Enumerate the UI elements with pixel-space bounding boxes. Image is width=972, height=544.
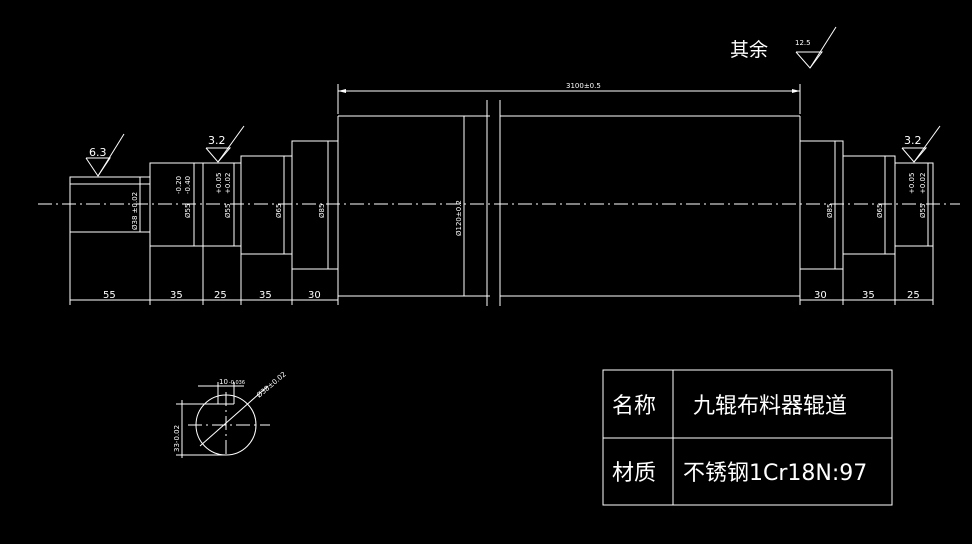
section-view: 10-0.036 33-0.02 Ø38±0.02 [173, 370, 288, 458]
title-material-value: 不锈钢1Cr18N:97 [683, 461, 867, 486]
section-diameter-text: Ø38±0.02 [255, 370, 288, 399]
d85-left-text: Ø85 [318, 204, 326, 218]
d55a-text: Ø55 [184, 204, 192, 218]
d55a-tol-upper: -0.20 [175, 176, 183, 194]
d38-text: Ø38 ±0.02 [131, 192, 139, 230]
roughness-general: 其余 12.5 [730, 26, 837, 69]
len-left-2: 35 [170, 290, 183, 301]
keyway-width-text: 10-0.036 [219, 378, 245, 386]
shaft-outline [69, 100, 934, 306]
len-right-3: 25 [907, 290, 920, 301]
len-left-5: 30 [308, 290, 321, 301]
d65-right-text: Ø65 [876, 204, 884, 218]
d55-right-tol-upper: +0.05 [908, 173, 916, 194]
diameter-dimensions: Ø38 ±0.02 Ø55 -0.20 -0.40 Ø55 +0.05 +0.0… [131, 116, 929, 296]
d55-right-text: Ø55 [919, 204, 927, 218]
roughness-left-bearing-value: 3.2 [208, 134, 226, 147]
roughness-left-end-value: 6.3 [89, 146, 107, 159]
length-dimensions: 55 35 25 35 30 30 35 25 [69, 232, 934, 305]
d55b-text: Ø55 [224, 204, 232, 218]
roughness-general-label: 其余 [730, 39, 768, 61]
len-left-3: 25 [214, 290, 227, 301]
roughness-left-bearing: 3.2 [205, 125, 245, 163]
roughness-right-bearing: 3.2 [901, 125, 941, 163]
overall-length-dimension: 3100±0.5 [337, 82, 801, 114]
title-name-value: 九辊布料器辊道 [693, 394, 847, 419]
d85-right-text: Ø85 [826, 204, 834, 218]
d55a-tol-lower: -0.40 [184, 176, 192, 194]
roughness-left-end: 6.3 [85, 133, 125, 177]
len-right-1: 30 [814, 290, 827, 301]
roughness-right-bearing-value: 3.2 [904, 134, 922, 147]
section-depth-text: 33-0.02 [173, 425, 181, 452]
d55b-tol-lower: +0.02 [224, 173, 232, 194]
title-material-label: 材质 [612, 461, 656, 486]
len-right-2: 35 [862, 290, 875, 301]
d120-text: Ø120±0.2 [455, 200, 463, 236]
len-left-4: 35 [259, 290, 272, 301]
overall-length-text: 3100±0.5 [566, 82, 601, 90]
title-block: 名称 九辊布料器辊道 材质 不锈钢1Cr18N:97 [602, 369, 893, 506]
d55b-tol-upper: +0.05 [215, 173, 223, 194]
len-left-1: 55 [103, 290, 116, 301]
roughness-general-value: 12.5 [795, 39, 811, 47]
d65-left-text: Ø65 [275, 204, 283, 218]
d55-right-tol-lower: +0.02 [919, 173, 927, 194]
title-name-label: 名称 [612, 394, 656, 419]
